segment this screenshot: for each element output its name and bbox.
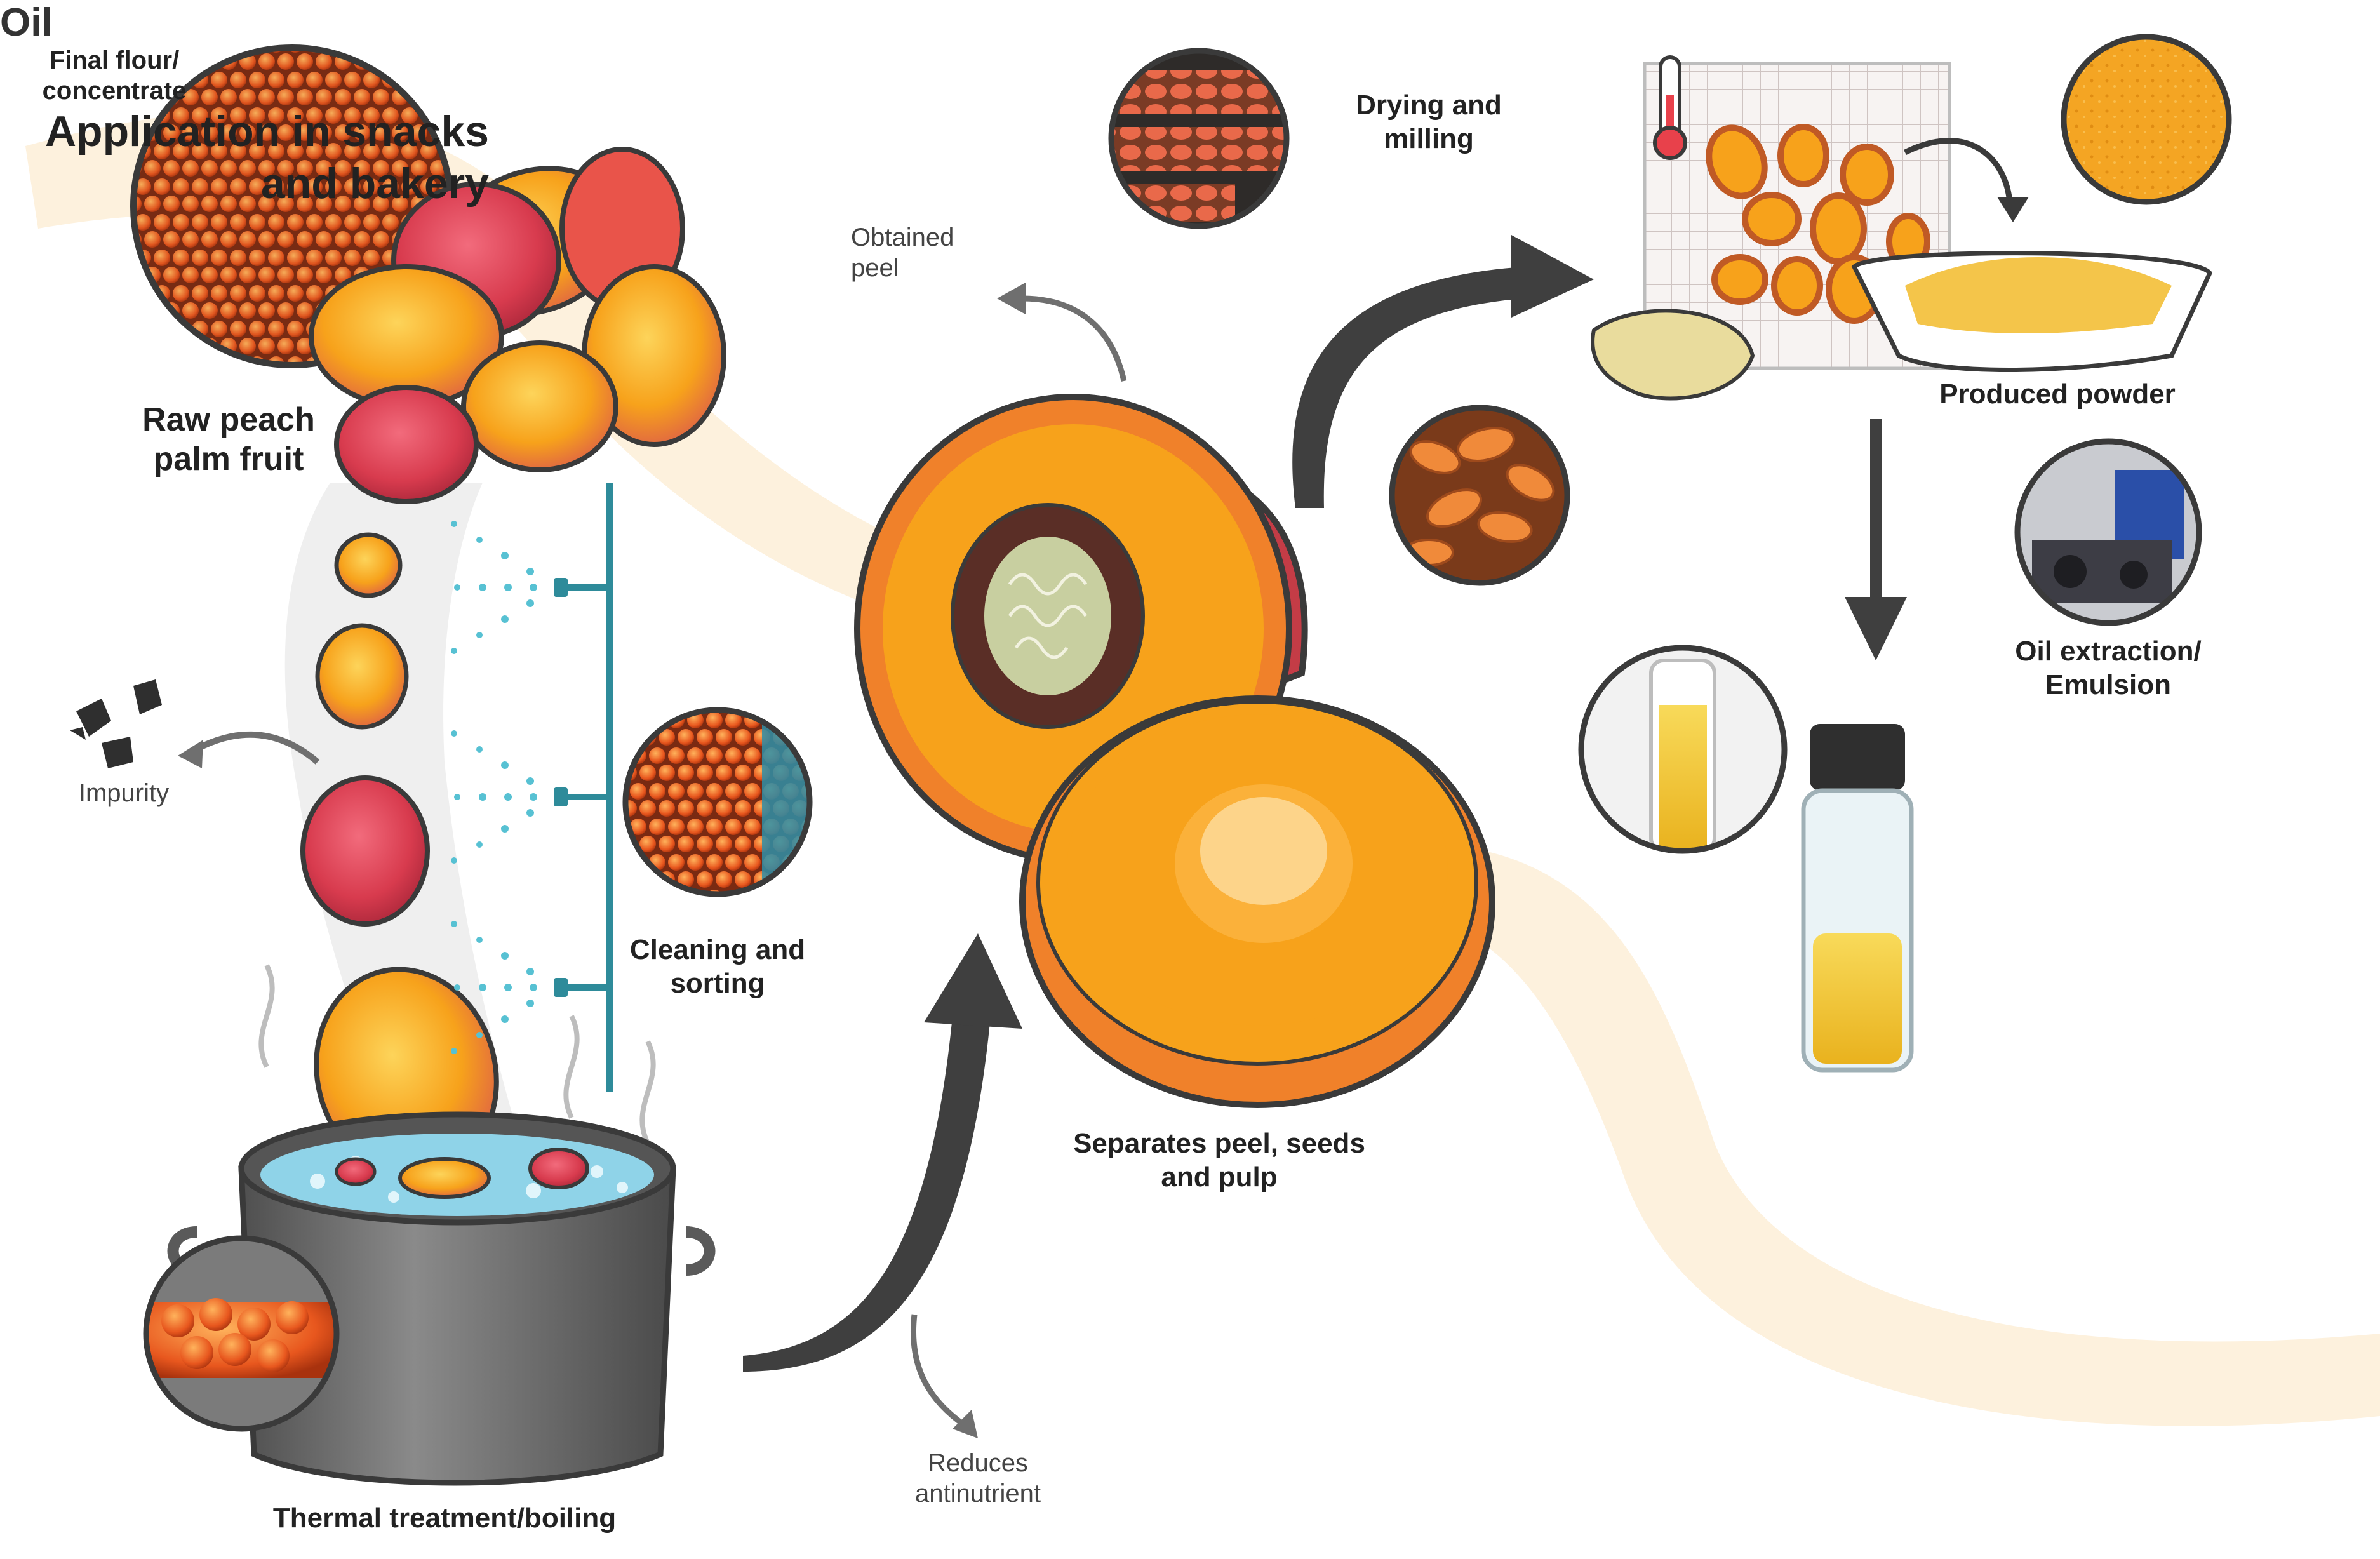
spray-nozzle-icon (554, 787, 568, 806)
label-impurity: Impurity (78, 779, 170, 807)
arrow-down-to-oil (1870, 419, 1882, 603)
arrow-down-to-bakery-head: Application in snacks and bakery const d… (0, 106, 2380, 210)
label-application: Application in snacks and bakery (44, 107, 489, 208)
oil-bottle (1801, 724, 1914, 1073)
impurity-arrow (189, 731, 320, 765)
arrow-down-to-oil-head (1845, 597, 1907, 660)
drying-photo (1108, 48, 1290, 229)
arrow-to-drying-head (1511, 235, 1594, 318)
drying-tray (1591, 55, 2213, 401)
thermometer-icon (1653, 55, 1687, 160)
raw-fruit-cluster (130, 44, 726, 504)
label-drying: Drying and milling (1356, 90, 1502, 154)
arrow-to-drying (1292, 267, 1524, 508)
label-obtained-peel: Obtained peel (851, 224, 954, 282)
oil-machine-photo (2014, 438, 2202, 626)
label-separates: Separates peel, seeds and pulp (1073, 1128, 1365, 1193)
stew-photo (1389, 405, 1570, 586)
label-reduces: Reduces antinutrient (915, 1449, 1041, 1508)
reduces-arrow (911, 1314, 967, 1428)
flour-pile: Final flour/ concentrate (0, 45, 2380, 210)
reduces-arrowhead (953, 1410, 978, 1438)
arrow-to-cut-fruit (743, 1016, 991, 1372)
powder-photo (2061, 34, 2232, 205)
background-ribbon-2 (1365, 843, 2380, 1426)
label-thermal: Thermal treatment/boiling (272, 1502, 617, 1534)
label-oil-bottle: Oil (0, 1, 53, 44)
label-cleaning: Cleaning and sorting (629, 934, 806, 999)
spray-system (451, 483, 613, 1092)
cut-fruit-halves (854, 394, 1495, 1108)
impurity-debris (70, 679, 162, 768)
oil-tube-photo (1578, 645, 1788, 854)
label-powder: Produced powder (1939, 378, 2176, 410)
spray-nozzle-icon (554, 978, 568, 997)
label-final-flour: Final flour/ concentrate (42, 46, 187, 105)
label-oil-extraction: Oil extraction/ Emulsion (2015, 636, 2202, 700)
boiling-pot (143, 964, 716, 1486)
peel-arrowhead (997, 283, 1026, 314)
background-ribbon (25, 110, 953, 629)
arrow-to-cut-fruit-head (924, 933, 1022, 1029)
sorting-photo (622, 707, 813, 897)
spray-nozzle-icon (554, 578, 568, 597)
peel-arrow (1022, 295, 1127, 382)
impurity-arrowhead (178, 740, 203, 768)
label-raw-fruit: Raw peach palm fruit (142, 401, 315, 478)
arrow-down-to-bakery: Application in snacks and bakery const d… (0, 106, 2380, 210)
